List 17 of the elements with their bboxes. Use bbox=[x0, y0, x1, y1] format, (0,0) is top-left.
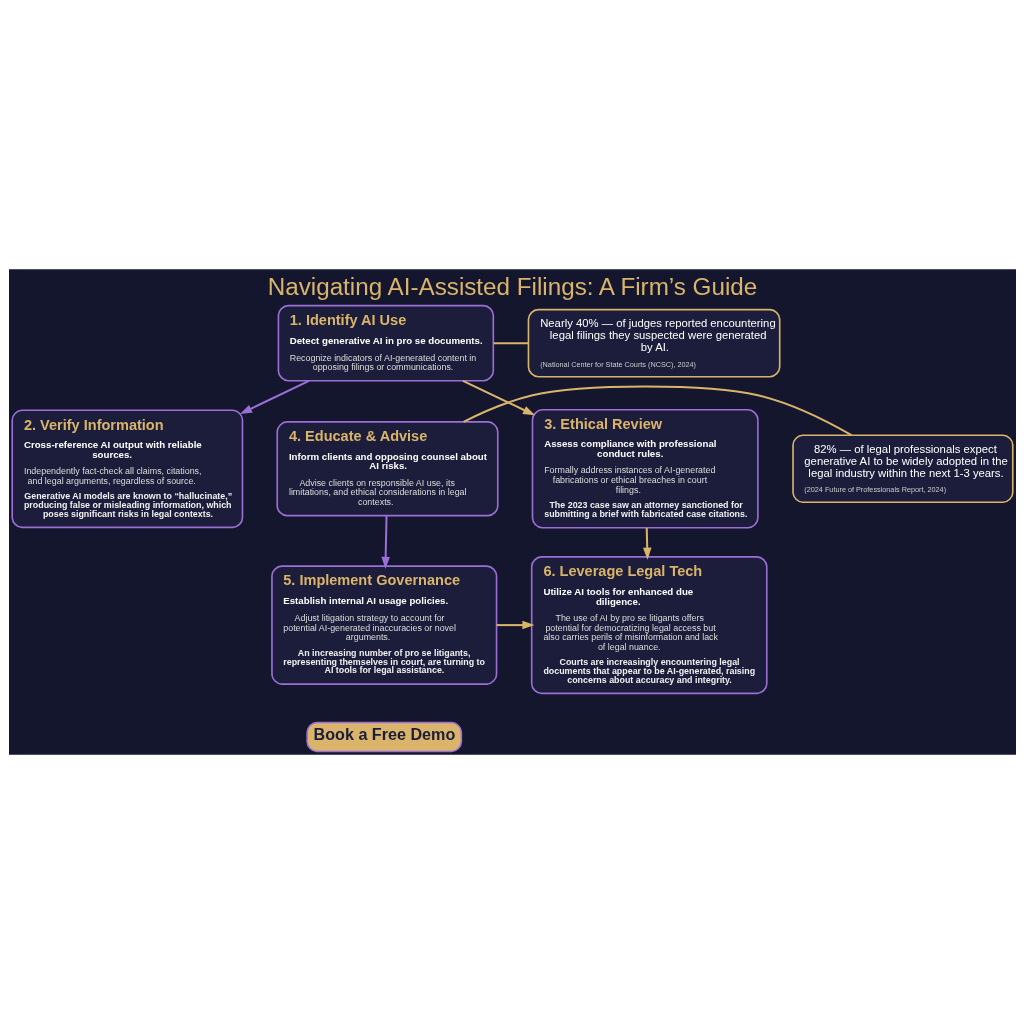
arrow bbox=[462, 379, 535, 416]
label: Book a Free Demo bbox=[313, 725, 455, 744]
node-box: 4. Educate & Advise Inform clients and opposing counsel about AI risks. Advise clients on responsible AI use, its limitations, and ethical considerations in legal contexts. bbox=[275, 421, 499, 517]
node-box: 82% — of legal professionals expect generative AI to be widely adopted in the legal industry within the next 1-3 years. (2024 Future of Professionals Report, 2024) bbox=[791, 434, 1014, 504]
arrow bbox=[380, 515, 390, 570]
node-box: 6. Leverage Legal Tech Utilize AI tools for enhanced due diligence. The use of AI by pro se litigants offers potential for democratizing legal access but also carries perils of misinformation and lack of legal nuance. Courts are increasingly encountering legal documents that appear to be AI-generated, raising concerns about accuracy and integrity. bbox=[530, 556, 768, 695]
arrow bbox=[642, 527, 651, 560]
connector bbox=[493, 342, 528, 345]
node-box: 2. Verify Information Cross-reference AI output with reliable sources. Independently fact-check all claims, citations, and legal arguments, regardless of source. Generative AI models are known to “hallucinate,” producing false or misleading information, which poses significant risks in legal contexts. bbox=[10, 409, 243, 529]
diagram-title: Navigating AI-Assisted Filings: A Firm’s Guide bbox=[267, 273, 757, 301]
node-box: 3. Ethical Review Assess compliance with professional conduct rules. Formally address instances of AI-generated fabrications or ethical breaches in court filings. The 2023 case saw an attorney sanctioned for submitting a brief with fabricated case citations. bbox=[531, 409, 759, 529]
node-box: 5. Implement Governance Establish internal AI usage policies. Adjust litigation strategy to account for potential AI-generated inaccuracies or novel arguments. An increasing number of pro se litigants, representing themselves in court, are turning to AI tools for legal assistance. bbox=[270, 565, 497, 685]
connector bbox=[462, 385, 852, 437]
arrow bbox=[239, 379, 309, 414]
arrow bbox=[496, 620, 534, 630]
node-box: Nearly 40% — of judges reported encountering legal filings they suspected were generated by AI. (National Center for State Courts (NCSC), 2024) bbox=[527, 308, 780, 378]
node-box: 1. Identify AI Use Detect generative AI in pro se documents. Recognize indicators of AI-generated content in opposing filings or communications. bbox=[277, 304, 494, 382]
